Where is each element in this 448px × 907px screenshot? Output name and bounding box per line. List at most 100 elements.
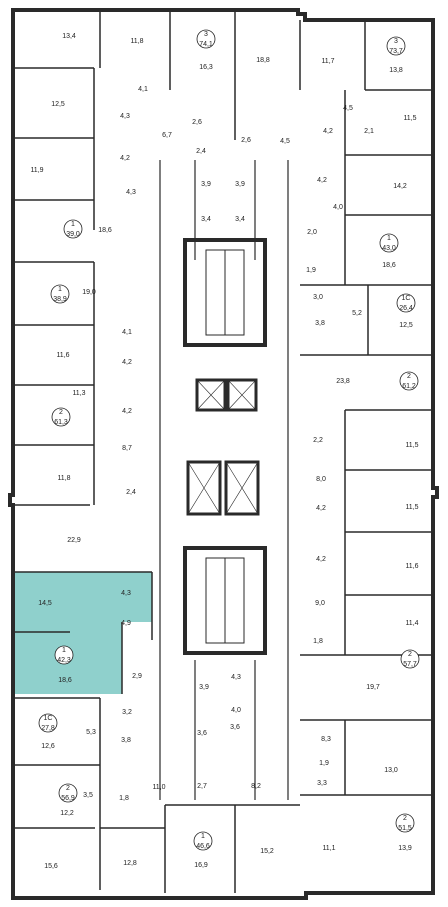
room-area-label: 3,9 <box>235 181 245 188</box>
room-area-label: 5,3 <box>86 729 96 736</box>
room-area-label: 4,9 <box>121 620 131 627</box>
apartment-marker[interactable]: 261,3 <box>51 407 71 427</box>
room-area-label: 4,5 <box>343 105 353 112</box>
interior-walls <box>13 12 433 893</box>
apartment-marker[interactable]: 138,9 <box>50 284 70 304</box>
room-area-label: 22,9 <box>67 537 81 544</box>
room-area-label: 11,0 <box>152 784 165 791</box>
apartment-marker[interactable]: 374,1 <box>196 29 216 49</box>
room-area-label: 4,2 <box>323 128 333 135</box>
room-area-label: 1,9 <box>319 760 329 767</box>
room-area-label: 12,8 <box>123 860 137 867</box>
room-area-label: 11,5 <box>403 115 416 122</box>
room-area-label: 13,8 <box>389 67 403 74</box>
room-area-label: 4,3 <box>126 189 136 196</box>
apartment-marker[interactable]: 143,0 <box>379 233 399 253</box>
apartment-marker[interactable]: 373,7 <box>386 36 406 56</box>
room-area-label: 3,6 <box>230 724 240 731</box>
room-area-label: 11,3 <box>72 390 85 397</box>
svg-text:39,0: 39,0 <box>66 231 80 238</box>
apartment-marker[interactable]: 139,0 <box>63 219 83 239</box>
apartment-marker[interactable]: 251,5 <box>395 813 415 833</box>
room-area-label: 4,2 <box>316 505 326 512</box>
room-area-label: 3,9 <box>201 181 211 188</box>
room-area-label: 3,3 <box>317 780 327 787</box>
room-area-label: 18,6 <box>382 262 396 269</box>
svg-text:74,1: 74,1 <box>199 41 213 48</box>
room-area-label: 13,4 <box>62 33 76 40</box>
room-area-label: 8,7 <box>122 445 132 452</box>
room-area-label: 12,5 <box>399 322 413 329</box>
room-area-label: 13,0 <box>384 767 398 774</box>
stair-core-top <box>183 238 267 347</box>
apartment-marker[interactable]: 261,2 <box>399 371 419 391</box>
room-area-label: 11,5 <box>405 504 418 511</box>
room-area-label: 23,8 <box>336 378 350 385</box>
room-area-label: 2,4 <box>196 148 206 155</box>
highlighted-apartment[interactable] <box>12 572 152 694</box>
svg-text:46,6: 46,6 <box>196 843 210 850</box>
svg-text:61,3: 61,3 <box>54 419 68 426</box>
room-area-label: 14,5 <box>38 600 52 607</box>
room-area-label: 11,7 <box>321 58 334 65</box>
room-area-labels: 13,4 11,8 16,3 18,8 11,7 13,8 12,5 4,1 4… <box>30 33 418 870</box>
room-area-label: 4,5 <box>280 138 290 145</box>
svg-text:2: 2 <box>408 651 412 658</box>
apartment-marker[interactable]: 146,6 <box>193 831 213 851</box>
apartment-marker[interactable]: 257,7 <box>400 649 420 669</box>
room-area-label: 14,2 <box>393 183 407 190</box>
room-area-label: 1,8 <box>119 795 129 802</box>
svg-text:1: 1 <box>58 286 62 293</box>
apartment-marker[interactable]: 256,9 <box>58 783 78 803</box>
room-area-label: 4,0 <box>231 707 241 714</box>
room-area-label: 2,6 <box>241 137 251 144</box>
room-area-label: 3,5 <box>83 792 93 799</box>
room-area-label: 8,2 <box>251 783 261 790</box>
room-area-label: 11,5 <box>405 442 418 449</box>
svg-text:51,5: 51,5 <box>398 825 412 832</box>
svg-text:1: 1 <box>71 221 75 228</box>
svg-text:2: 2 <box>407 373 411 380</box>
room-area-label: 12,5 <box>51 101 65 108</box>
room-area-label: 18,6 <box>98 227 112 234</box>
room-area-label: 2,2 <box>313 437 323 444</box>
room-area-label: 11,6 <box>56 352 69 359</box>
room-area-label: 1,9 <box>306 267 316 274</box>
room-area-label: 11,9 <box>30 167 43 174</box>
room-area-label: 15,6 <box>44 863 58 870</box>
svg-text:38,9: 38,9 <box>53 296 67 303</box>
room-area-label: 13,9 <box>398 845 412 852</box>
room-area-label: 4,2 <box>122 408 132 415</box>
room-area-label: 2,9 <box>132 673 142 680</box>
room-area-label: 3,2 <box>122 709 132 716</box>
room-area-label: 2,7 <box>197 783 207 790</box>
svg-text:1С: 1С <box>402 295 411 302</box>
room-area-label: 8,0 <box>316 476 326 483</box>
room-area-label: 19,7 <box>366 684 380 691</box>
room-area-label: 3,6 <box>197 730 207 737</box>
svg-text:2: 2 <box>59 409 63 416</box>
room-area-label: 12,6 <box>41 743 55 750</box>
room-area-label: 4,3 <box>121 590 131 597</box>
room-area-label: 3,8 <box>121 737 131 744</box>
svg-text:27,8: 27,8 <box>41 725 55 732</box>
svg-text:2: 2 <box>403 815 407 822</box>
outer-walls <box>8 8 439 900</box>
room-area-label: 3,4 <box>235 216 245 223</box>
room-area-label: 2,0 <box>307 229 317 236</box>
room-area-label: 11,1 <box>322 845 335 852</box>
room-area-label: 3,9 <box>199 684 209 691</box>
room-area-label: 8,3 <box>321 736 331 743</box>
room-area-label: 1,8 <box>313 638 323 645</box>
room-area-label: 2,4 <box>126 489 136 496</box>
apartment-marker[interactable]: 142,3 <box>54 645 74 665</box>
room-area-label: 4,3 <box>120 113 130 120</box>
room-area-label: 4,1 <box>138 86 148 93</box>
room-area-label: 2,6 <box>192 119 202 126</box>
room-area-label: 4,3 <box>231 674 241 681</box>
room-area-label: 11,8 <box>130 38 143 45</box>
room-area-label: 4,0 <box>333 204 343 211</box>
